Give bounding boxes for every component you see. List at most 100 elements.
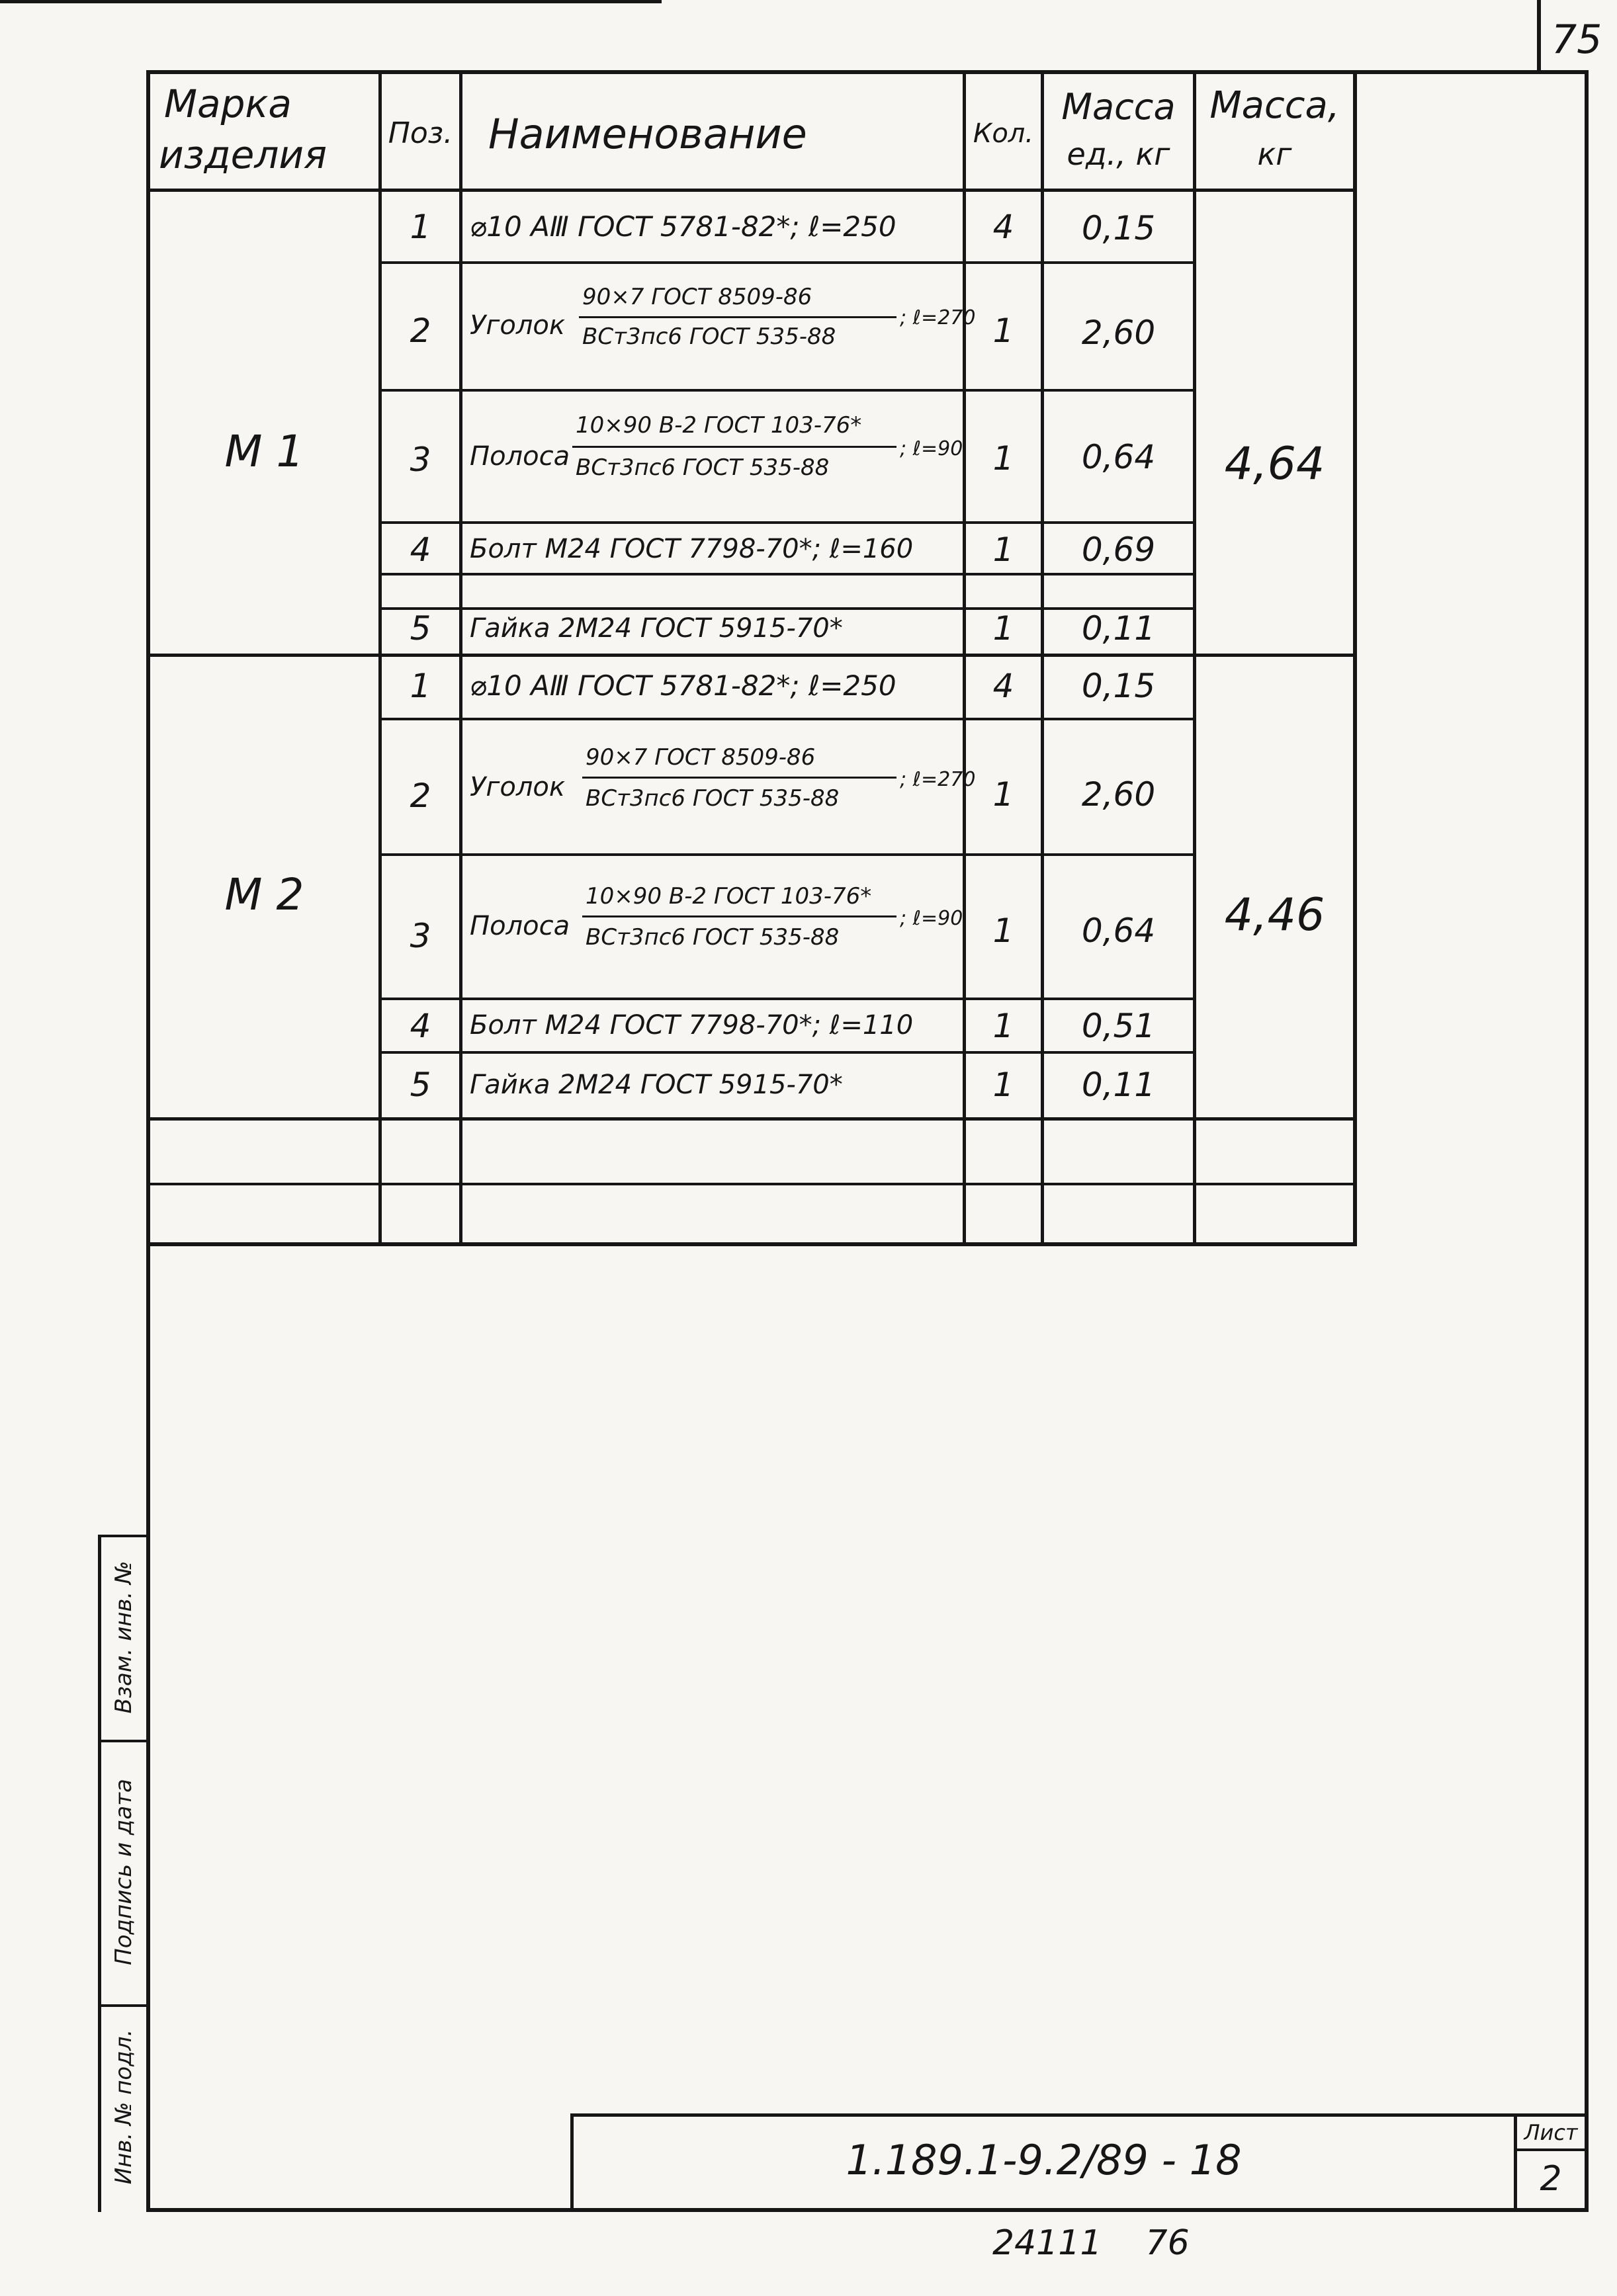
name-cell: Полоса: [470, 441, 570, 472]
table-line: [378, 70, 382, 1245]
name-cell-denominator: ВСт3пс6 ГОСТ 535-88: [586, 924, 840, 951]
fraction-bar: [582, 777, 896, 779]
name-cell-denominator: ВСт3пс6 ГОСТ 535-88: [576, 454, 830, 481]
side-label-replacement: Взам. инв. №: [110, 1560, 137, 1714]
table-line: [380, 389, 1196, 392]
table-line: [380, 521, 1196, 524]
name-cell-length: ; ℓ=270: [900, 306, 976, 329]
name-cell-numerator: 10×90 В-2 ГОСТ 103-76*: [576, 412, 862, 439]
pos-cell: 5: [410, 609, 431, 648]
qty-cell: 1: [992, 531, 1014, 569]
unit-mass-cell: 0,51: [1081, 1007, 1156, 1045]
table-line: [1353, 70, 1357, 1245]
unit-mass-cell: 0,15: [1081, 209, 1156, 247]
side-stamp-divider: [98, 2004, 150, 2007]
sheet-label: Лист: [1524, 2120, 1578, 2145]
table-line: [380, 998, 1196, 1000]
name-cell-numerator: 10×90 В-2 ГОСТ 103-76*: [586, 883, 872, 910]
frame-bottom: [146, 2208, 1589, 2212]
title-block-top: [570, 2113, 1589, 2117]
fraction-bar: [579, 316, 896, 318]
name-cell-denominator: ВСт3пс6 ГОСТ 535-88: [582, 323, 836, 350]
table-line: [380, 261, 1196, 264]
header-qty: Кол.: [973, 118, 1034, 149]
side-stamp-left: [98, 1535, 101, 2212]
name-cell: ⌀10 АⅢ ГОСТ 5781-82*; ℓ=250: [470, 669, 896, 702]
sheet-number: 2: [1540, 2159, 1562, 2199]
name-cell-length: ; ℓ=270: [900, 768, 976, 791]
sheet-box-left: [1514, 2113, 1517, 2212]
table-line: [146, 654, 1357, 657]
qty-cell: 1: [992, 439, 1014, 478]
qty-cell: 1: [992, 609, 1014, 648]
qty-cell: 1: [992, 912, 1014, 950]
unit-mass-cell: 0,64: [1081, 438, 1156, 476]
table-line: [1193, 70, 1196, 1245]
frame-left: [146, 70, 150, 2212]
sheet-box-divider: [1514, 2148, 1589, 2151]
name-cell: Уголок: [470, 310, 566, 341]
table-line: [380, 853, 1196, 856]
fraction-bar: [572, 446, 896, 448]
name-cell: Болт М24 ГОСТ 7798-70*; ℓ=160: [470, 534, 914, 564]
pos-cell: 1: [410, 208, 431, 246]
fraction-bar: [582, 915, 896, 917]
pos-cell: 4: [410, 1007, 431, 1045]
side-stamp-top: [98, 1535, 150, 1537]
name-cell-length: ; ℓ=90: [900, 437, 963, 460]
unit-mass-cell: 0,15: [1081, 667, 1156, 705]
title-block-left: [570, 2113, 574, 2212]
name-cell: Гайка 2М24 ГОСТ 5915-70*: [470, 1070, 843, 1100]
table-line: [380, 573, 1196, 575]
unit-mass-cell: 2,60: [1081, 775, 1156, 814]
pos-cell: 5: [410, 1066, 431, 1104]
qty-cell: 1: [992, 1007, 1014, 1045]
qty-cell: 1: [992, 775, 1014, 814]
group-mark: М 1: [224, 426, 304, 477]
name-cell-length: ; ℓ=90: [900, 907, 963, 930]
name-cell: Гайка 2М24 ГОСТ 5915-70*: [470, 613, 843, 644]
header-name: Наименование: [488, 110, 807, 158]
qty-cell: 4: [992, 208, 1014, 246]
qty-cell: 4: [992, 667, 1014, 705]
group-total-mass: 4,64: [1224, 438, 1325, 490]
table-line: [146, 1117, 1357, 1121]
name-cell: Уголок: [470, 772, 566, 802]
pos-cell: 3: [410, 917, 431, 955]
frame-right: [1585, 70, 1589, 2212]
document-number: 1.189.1-9.2/89 - 18: [846, 2136, 1242, 2184]
table-line: [380, 1051, 1196, 1054]
page-number: 75: [1551, 17, 1602, 63]
unit-mass-cell: 0,69: [1081, 531, 1156, 569]
name-cell: Болт М24 ГОСТ 7798-70*; ℓ=110: [470, 1010, 914, 1041]
header-pos: Поз.: [388, 116, 453, 150]
side-label-inventory: Инв. № подл.: [110, 2029, 137, 2185]
table-line: [380, 718, 1196, 720]
table-line: [459, 70, 462, 1245]
pos-cell: 2: [410, 312, 431, 350]
frame-top: [146, 70, 1589, 74]
name-cell-numerator: 90×7 ГОСТ 8509-86: [586, 744, 816, 771]
bottom-code: 24111 76: [992, 2223, 1190, 2263]
page-number-box-left: [1537, 0, 1541, 74]
qty-cell: 1: [992, 312, 1014, 350]
table-line: [963, 70, 966, 1245]
unit-mass-cell: 0,64: [1081, 912, 1156, 950]
name-cell-denominator: ВСт3пс6 ГОСТ 535-88: [586, 785, 840, 812]
pos-cell: 3: [410, 441, 431, 479]
unit-mass-cell: 0,11: [1081, 1066, 1156, 1104]
group-mark: М 2: [224, 869, 304, 920]
table-line: [146, 1242, 1357, 1246]
pos-cell: 2: [410, 777, 431, 815]
table-line: [146, 1183, 1357, 1185]
name-cell-numerator: 90×7 ГОСТ 8509-86: [582, 284, 812, 310]
name-cell: ⌀10 АⅢ ГОСТ 5781-82*; ℓ=250: [470, 210, 896, 243]
table-line: [380, 607, 1196, 610]
name-cell: Полоса: [470, 911, 570, 941]
side-label-signature: Подпись и дата: [110, 1779, 137, 1965]
qty-cell: 1: [992, 1066, 1014, 1104]
table-line: [1041, 70, 1044, 1245]
top-edge-line: [0, 0, 662, 3]
group-total-mass: 4,46: [1224, 889, 1325, 941]
pos-cell: 4: [410, 531, 431, 569]
